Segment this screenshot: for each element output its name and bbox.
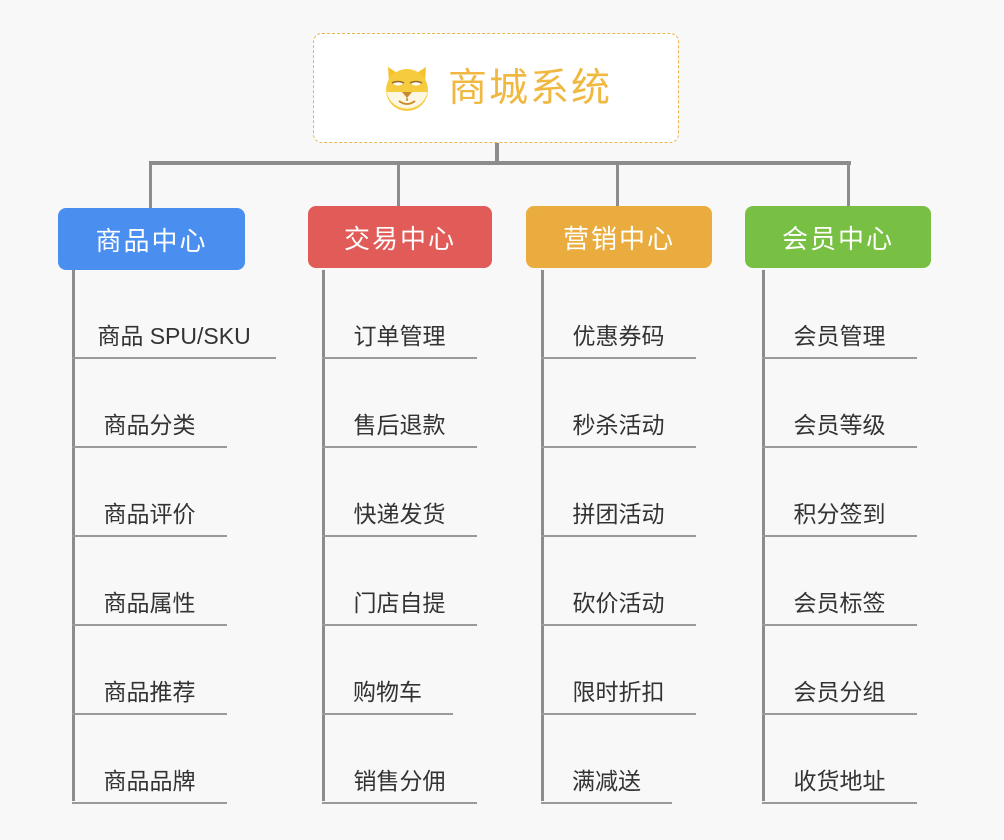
leaf-item[interactable]: 优惠券码 — [541, 270, 696, 359]
leaf-label: 商品分类 — [103, 412, 196, 438]
category-box-trade-center[interactable]: 交易中心 — [308, 206, 492, 268]
connector-root-stem — [495, 143, 499, 164]
leaf-label: 商品品牌 — [103, 768, 196, 794]
leaf-item[interactable]: 快递发货 — [322, 448, 477, 537]
leaf-label: 优惠券码 — [572, 323, 665, 349]
leaf-label: 会员等级 — [793, 412, 886, 438]
category-box-product-center[interactable]: 商品中心 — [58, 208, 245, 270]
shiba-dog-face-icon — [380, 61, 434, 115]
leaf-item[interactable]: 商品 SPU/SKU — [72, 270, 276, 359]
leaf-label: 会员管理 — [793, 323, 886, 349]
leaf-item[interactable]: 满减送 — [541, 715, 672, 804]
leaf-item[interactable]: 会员分组 — [762, 626, 917, 715]
leaf-item[interactable]: 商品评价 — [72, 448, 227, 537]
connector-drop-1 — [149, 161, 152, 209]
leaf-item[interactable]: 销售分佣 — [322, 715, 477, 804]
leaf-label: 商品属性 — [103, 590, 196, 616]
leaf-label: 会员标签 — [793, 590, 886, 616]
leaf-item[interactable]: 秒杀活动 — [541, 359, 696, 448]
leaf-item[interactable]: 拼团活动 — [541, 448, 696, 537]
root-title: 商城系统 — [447, 66, 612, 110]
leaf-label: 商品 SPU/SKU — [97, 323, 251, 349]
leaf-item[interactable]: 收货地址 — [762, 715, 917, 804]
leaf-item[interactable]: 商品品牌 — [72, 715, 227, 804]
leaf-item[interactable]: 门店自提 — [322, 537, 477, 626]
leaf-label: 收货地址 — [793, 768, 886, 794]
connector-horizontal-bus — [149, 161, 851, 165]
connector-drop-3 — [616, 161, 619, 209]
category-label-marketing-center: 营销中心 — [562, 223, 675, 254]
leaf-item[interactable]: 订单管理 — [322, 270, 477, 359]
leaf-label: 售后退款 — [353, 412, 446, 438]
root-node-mall-system[interactable]: 商城系统 — [313, 33, 679, 143]
leaf-item[interactable]: 砍价活动 — [541, 537, 696, 626]
leaf-item[interactable]: 会员管理 — [762, 270, 917, 359]
category-box-member-center[interactable]: 会员中心 — [745, 206, 931, 268]
leaf-item[interactable]: 会员标签 — [762, 537, 917, 626]
category-label-member-center: 会员中心 — [781, 223, 894, 254]
leaf-label: 拼团活动 — [572, 501, 665, 527]
leaf-item[interactable]: 购物车 — [322, 626, 453, 715]
leaf-item[interactable]: 售后退款 — [322, 359, 477, 448]
leaf-label: 会员分组 — [793, 679, 886, 705]
leaf-label: 订单管理 — [353, 323, 446, 349]
leaf-label: 限时折扣 — [572, 679, 665, 705]
leaf-item[interactable]: 会员等级 — [762, 359, 917, 448]
leaf-label: 商品推荐 — [103, 679, 196, 705]
leaf-item[interactable]: 商品属性 — [72, 537, 227, 626]
leaf-label: 商品评价 — [103, 501, 196, 527]
leaf-label: 门店自提 — [353, 590, 446, 616]
leaf-label: 积分签到 — [793, 501, 886, 527]
connector-drop-4 — [847, 161, 850, 209]
leaf-label: 销售分佣 — [353, 768, 446, 794]
leaf-item[interactable]: 商品分类 — [72, 359, 227, 448]
leaf-label: 满减送 — [572, 768, 641, 794]
leaf-label: 砍价活动 — [572, 590, 665, 616]
category-box-marketing-center[interactable]: 营销中心 — [526, 206, 712, 268]
leaf-item[interactable]: 积分签到 — [762, 448, 917, 537]
connector-drop-2 — [397, 161, 400, 209]
leaf-label: 购物车 — [353, 679, 422, 705]
category-label-product-center: 商品中心 — [95, 225, 208, 256]
leaf-item[interactable]: 商品推荐 — [72, 626, 227, 715]
leaf-item[interactable]: 限时折扣 — [541, 626, 696, 715]
leaf-label: 秒杀活动 — [572, 412, 665, 438]
leaf-label: 快递发货 — [353, 501, 446, 527]
category-label-trade-center: 交易中心 — [343, 223, 456, 254]
